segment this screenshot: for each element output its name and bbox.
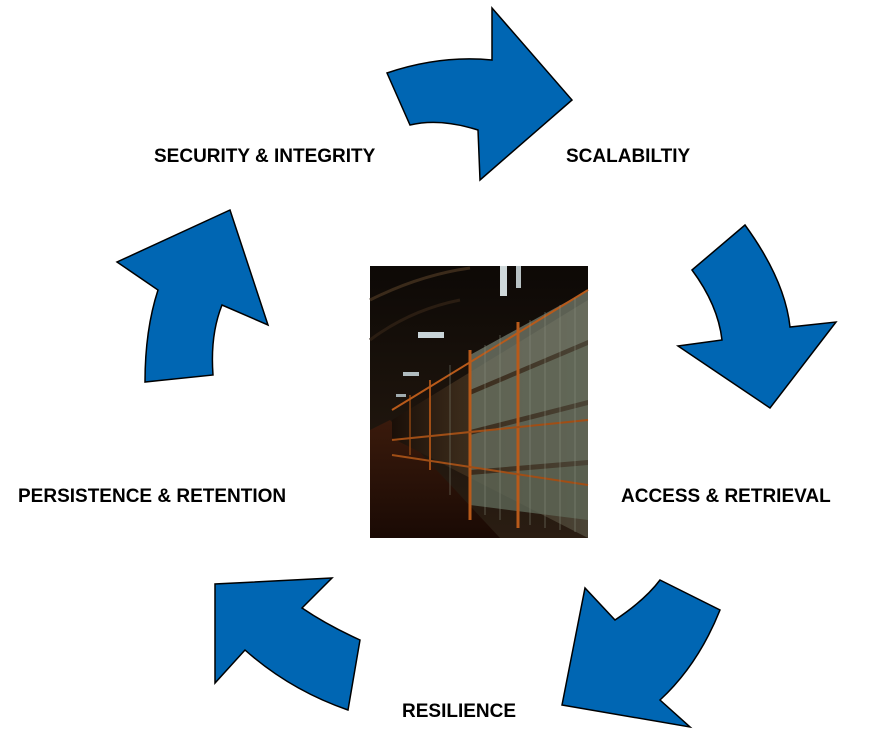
- library-photo: [369, 266, 589, 538]
- label-security-integrity: SECURITY & INTEGRITY: [154, 146, 376, 167]
- label-access-retrieval: ACCESS & RETRIEVAL: [621, 486, 831, 507]
- label-persistence-retention: PERSISTENCE & RETENTION: [18, 486, 287, 507]
- cycle-arrow-top: [385, 5, 574, 182]
- cycle-arrow-bottom-left: [214, 577, 361, 711]
- cycle-arrow-bottom-right: [561, 579, 721, 729]
- label-scalability: SCALABILTIY: [566, 146, 691, 167]
- cycle-arrow-right: [675, 223, 838, 410]
- label-resilience: RESILIENCE: [402, 701, 517, 722]
- cycle-arrow-left: [115, 208, 270, 383]
